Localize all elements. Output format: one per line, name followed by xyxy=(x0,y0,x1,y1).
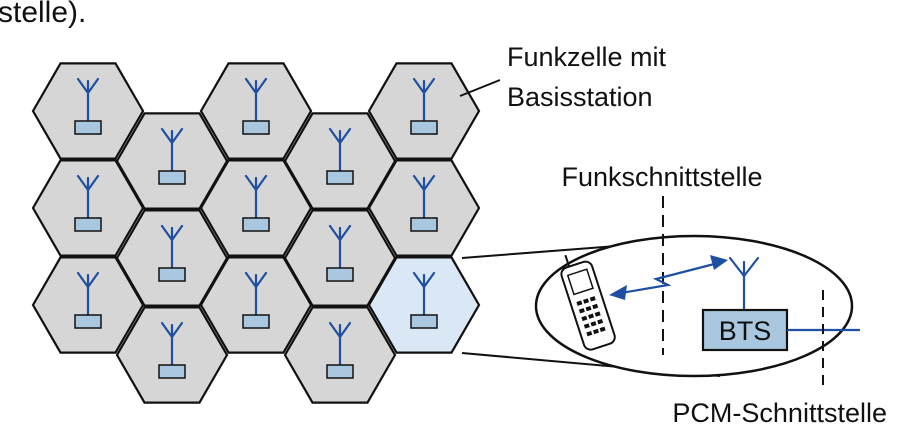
antenna-icon xyxy=(412,77,436,123)
antenna-icon xyxy=(76,174,100,220)
base-station-box xyxy=(326,170,354,185)
hex-cell xyxy=(367,256,481,354)
antenna-icon xyxy=(328,321,352,367)
radio-interface-label: Funkschnittstelle xyxy=(561,162,762,192)
base-station-box xyxy=(74,314,102,329)
antenna-icon xyxy=(76,77,100,123)
antenna-icon xyxy=(160,224,184,270)
base-station-box xyxy=(326,364,354,379)
bts-label: BTS xyxy=(719,316,772,346)
bts-antenna-icon xyxy=(728,256,760,312)
hex-cell xyxy=(115,209,229,307)
base-station-box xyxy=(326,267,354,282)
base-station-box xyxy=(158,364,186,379)
antenna-icon xyxy=(244,271,268,317)
hex-cell xyxy=(367,62,481,160)
antenna-icon xyxy=(244,174,268,220)
base-station-box xyxy=(242,217,270,232)
cell-label-line1: Funkzelle mit xyxy=(507,42,667,72)
bts-box xyxy=(701,308,789,352)
antenna-icon xyxy=(412,271,436,317)
base-station-box xyxy=(74,217,102,232)
antenna-icon xyxy=(160,321,184,367)
mobile-phone-icon xyxy=(560,254,616,351)
cell-label-pointer xyxy=(459,79,501,97)
hex-cell xyxy=(283,306,397,404)
antenna-icon xyxy=(328,224,352,270)
radio-link-arrow xyxy=(609,255,728,300)
hex-cell xyxy=(31,159,145,257)
hex-cell xyxy=(199,62,313,160)
hex-cell xyxy=(115,112,229,210)
base-station-box xyxy=(158,170,186,185)
antenna-icon xyxy=(328,127,352,173)
base-station-box xyxy=(158,267,186,282)
base-station-box xyxy=(410,120,438,135)
base-station-box xyxy=(410,217,438,232)
top-text-fragment: stelle). xyxy=(0,0,86,29)
cell-label-line2: Basisstation xyxy=(507,82,653,112)
hex-cell xyxy=(31,256,145,354)
antenna-icon xyxy=(160,127,184,173)
antenna-icon xyxy=(244,77,268,123)
hex-cell xyxy=(115,306,229,404)
base-station-box xyxy=(410,314,438,329)
pcm-interface-label: PCM-Schnittstelle xyxy=(672,398,887,428)
hex-cell xyxy=(31,62,145,160)
hex-cell xyxy=(367,159,481,257)
base-station-box xyxy=(242,314,270,329)
antenna-icon xyxy=(412,174,436,220)
hex-cell-grid xyxy=(31,62,481,404)
base-station-box xyxy=(242,120,270,135)
antenna-icon xyxy=(76,271,100,317)
hex-cell xyxy=(283,112,397,210)
base-station-box xyxy=(74,120,102,135)
